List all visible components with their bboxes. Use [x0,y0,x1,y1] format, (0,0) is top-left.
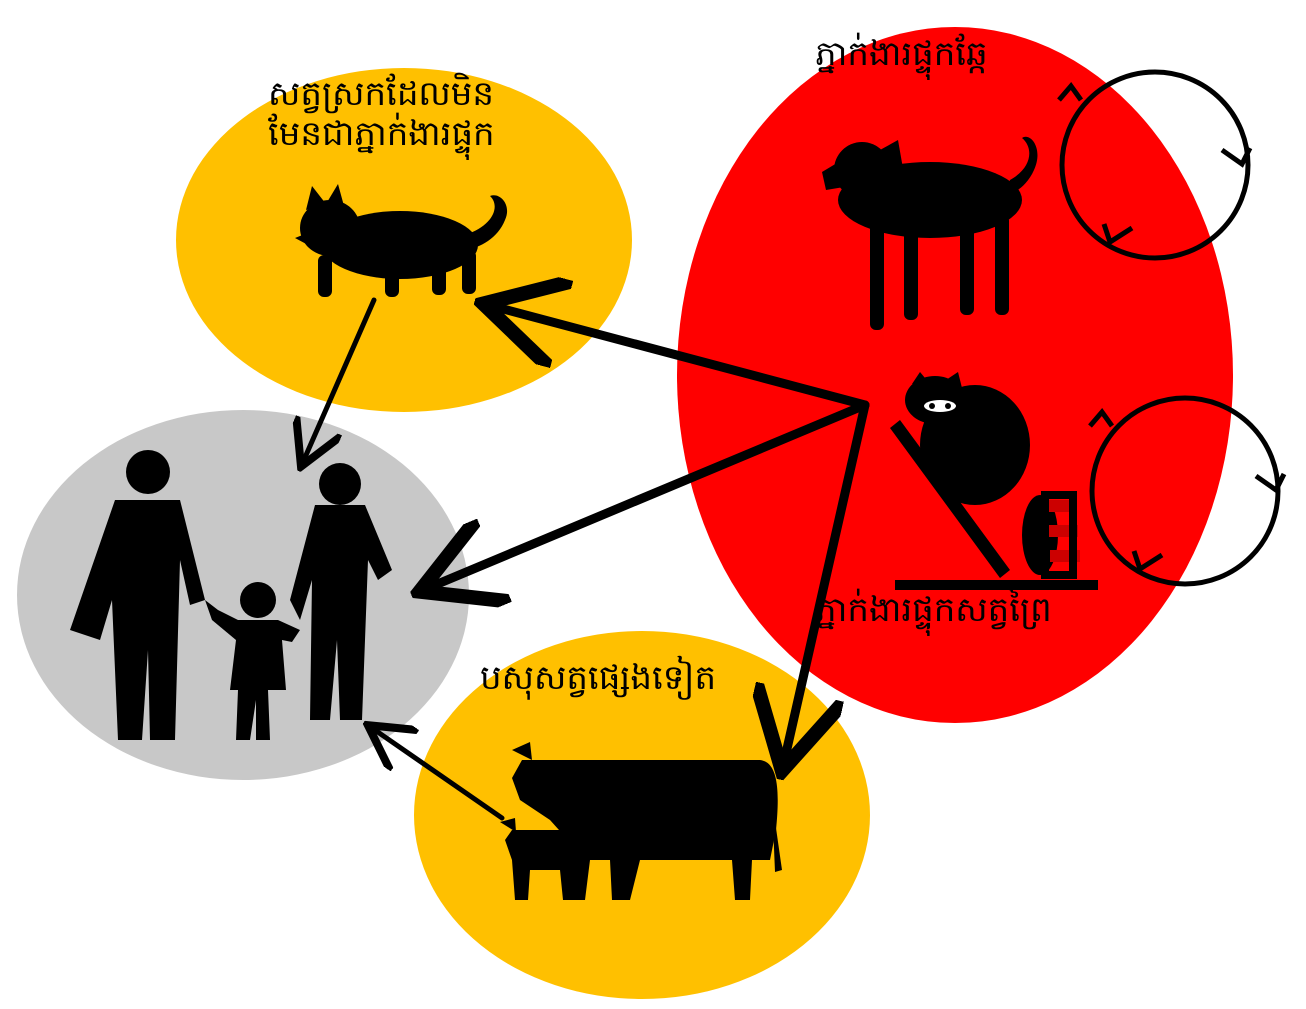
dog-reservoir-label: ភ្នាក់ងារផ្ទុកឆ្កែ [815,34,988,74]
livestock-label: បសុសត្វផ្សេងទៀត [480,658,716,698]
stray-animals-label-line1: សត្វស្រកដែលមិន [268,74,494,114]
stray-animals-label-line2: មែនជាភ្នាក់ងារផ្ទុក [268,114,495,154]
wildlife-reservoir-label: ភ្នាក់ងារផ្ទុកសត្វព្រៃ [815,590,1052,630]
